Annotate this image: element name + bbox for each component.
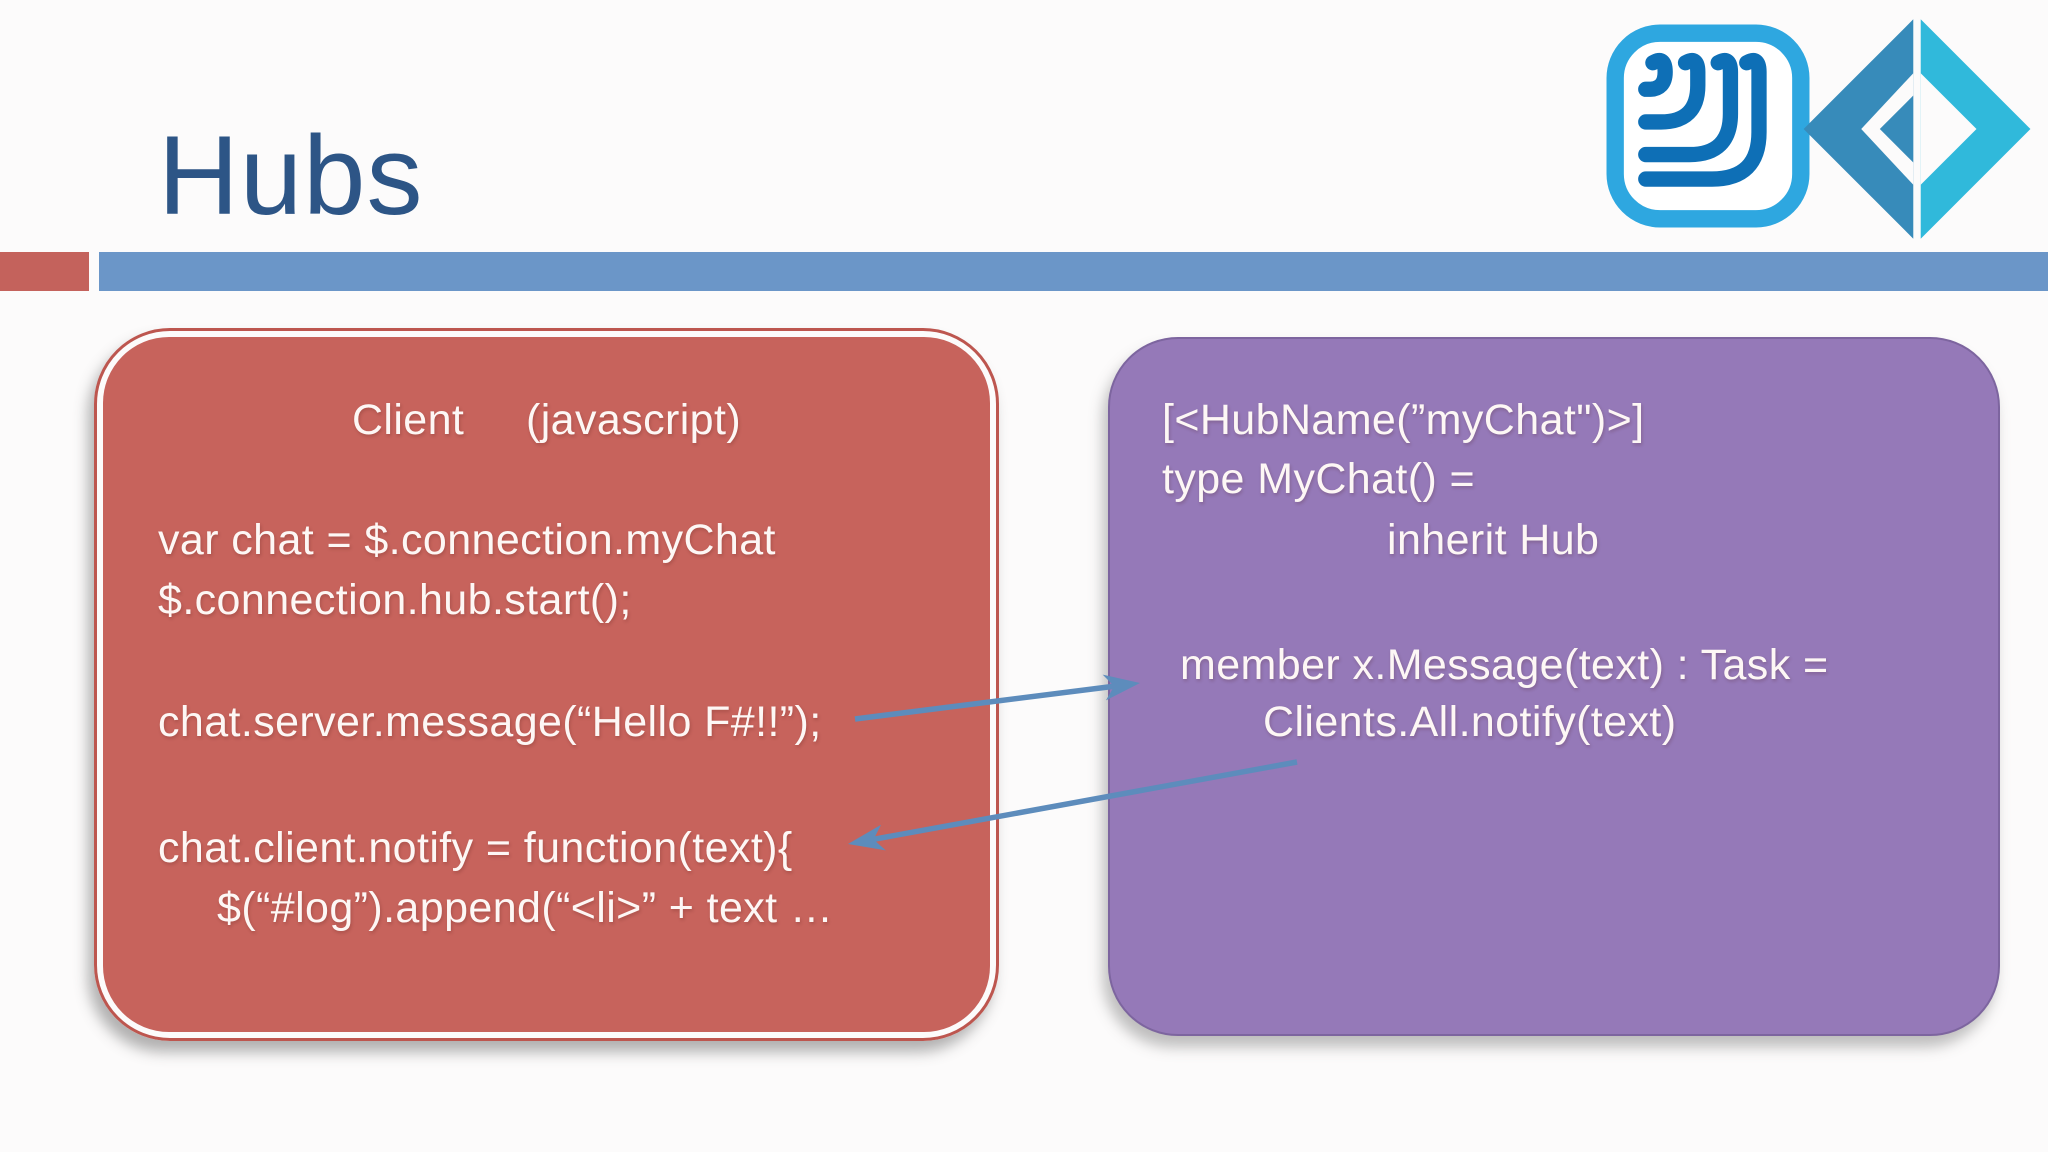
code-line-inherit-hub: inherit Hub xyxy=(1387,516,1600,564)
code-line-type-declaration: type MyChat() = xyxy=(1162,455,1476,503)
code-line-var-chat: var chat = $.connection.myChat xyxy=(158,516,776,564)
page-title: Hubs xyxy=(158,113,424,238)
client-code-box: Client (javascript) var chat = $.connect… xyxy=(94,328,999,1041)
code-line-clients-notify: Clients.All.notify(text) xyxy=(1263,698,1677,746)
accent-bar-red-segment xyxy=(0,252,89,291)
code-line-server-message: chat.server.message(“Hello F#!!”); xyxy=(158,698,822,746)
signalr-logo-icon xyxy=(1606,22,1810,230)
fsharp-logo-icon xyxy=(1798,8,2036,250)
accent-bar-blue-segment xyxy=(99,252,2048,291)
code-line-member-message: member x.Message(text) : Task = xyxy=(1180,641,1829,689)
code-line-client-notify: chat.client.notify = function(text){ xyxy=(158,824,793,872)
server-code-box: [<HubName(”myChat")>] type MyChat() = in… xyxy=(1108,337,2000,1036)
code-line-hub-start: $.connection.hub.start(); xyxy=(158,576,632,624)
code-line-log-append: $(“#log”).append(“<li>” + text … xyxy=(217,884,834,932)
code-line-hubname-attribute: [<HubName(”myChat")>] xyxy=(1162,396,1645,444)
client-box-heading: Client (javascript) xyxy=(351,396,742,444)
